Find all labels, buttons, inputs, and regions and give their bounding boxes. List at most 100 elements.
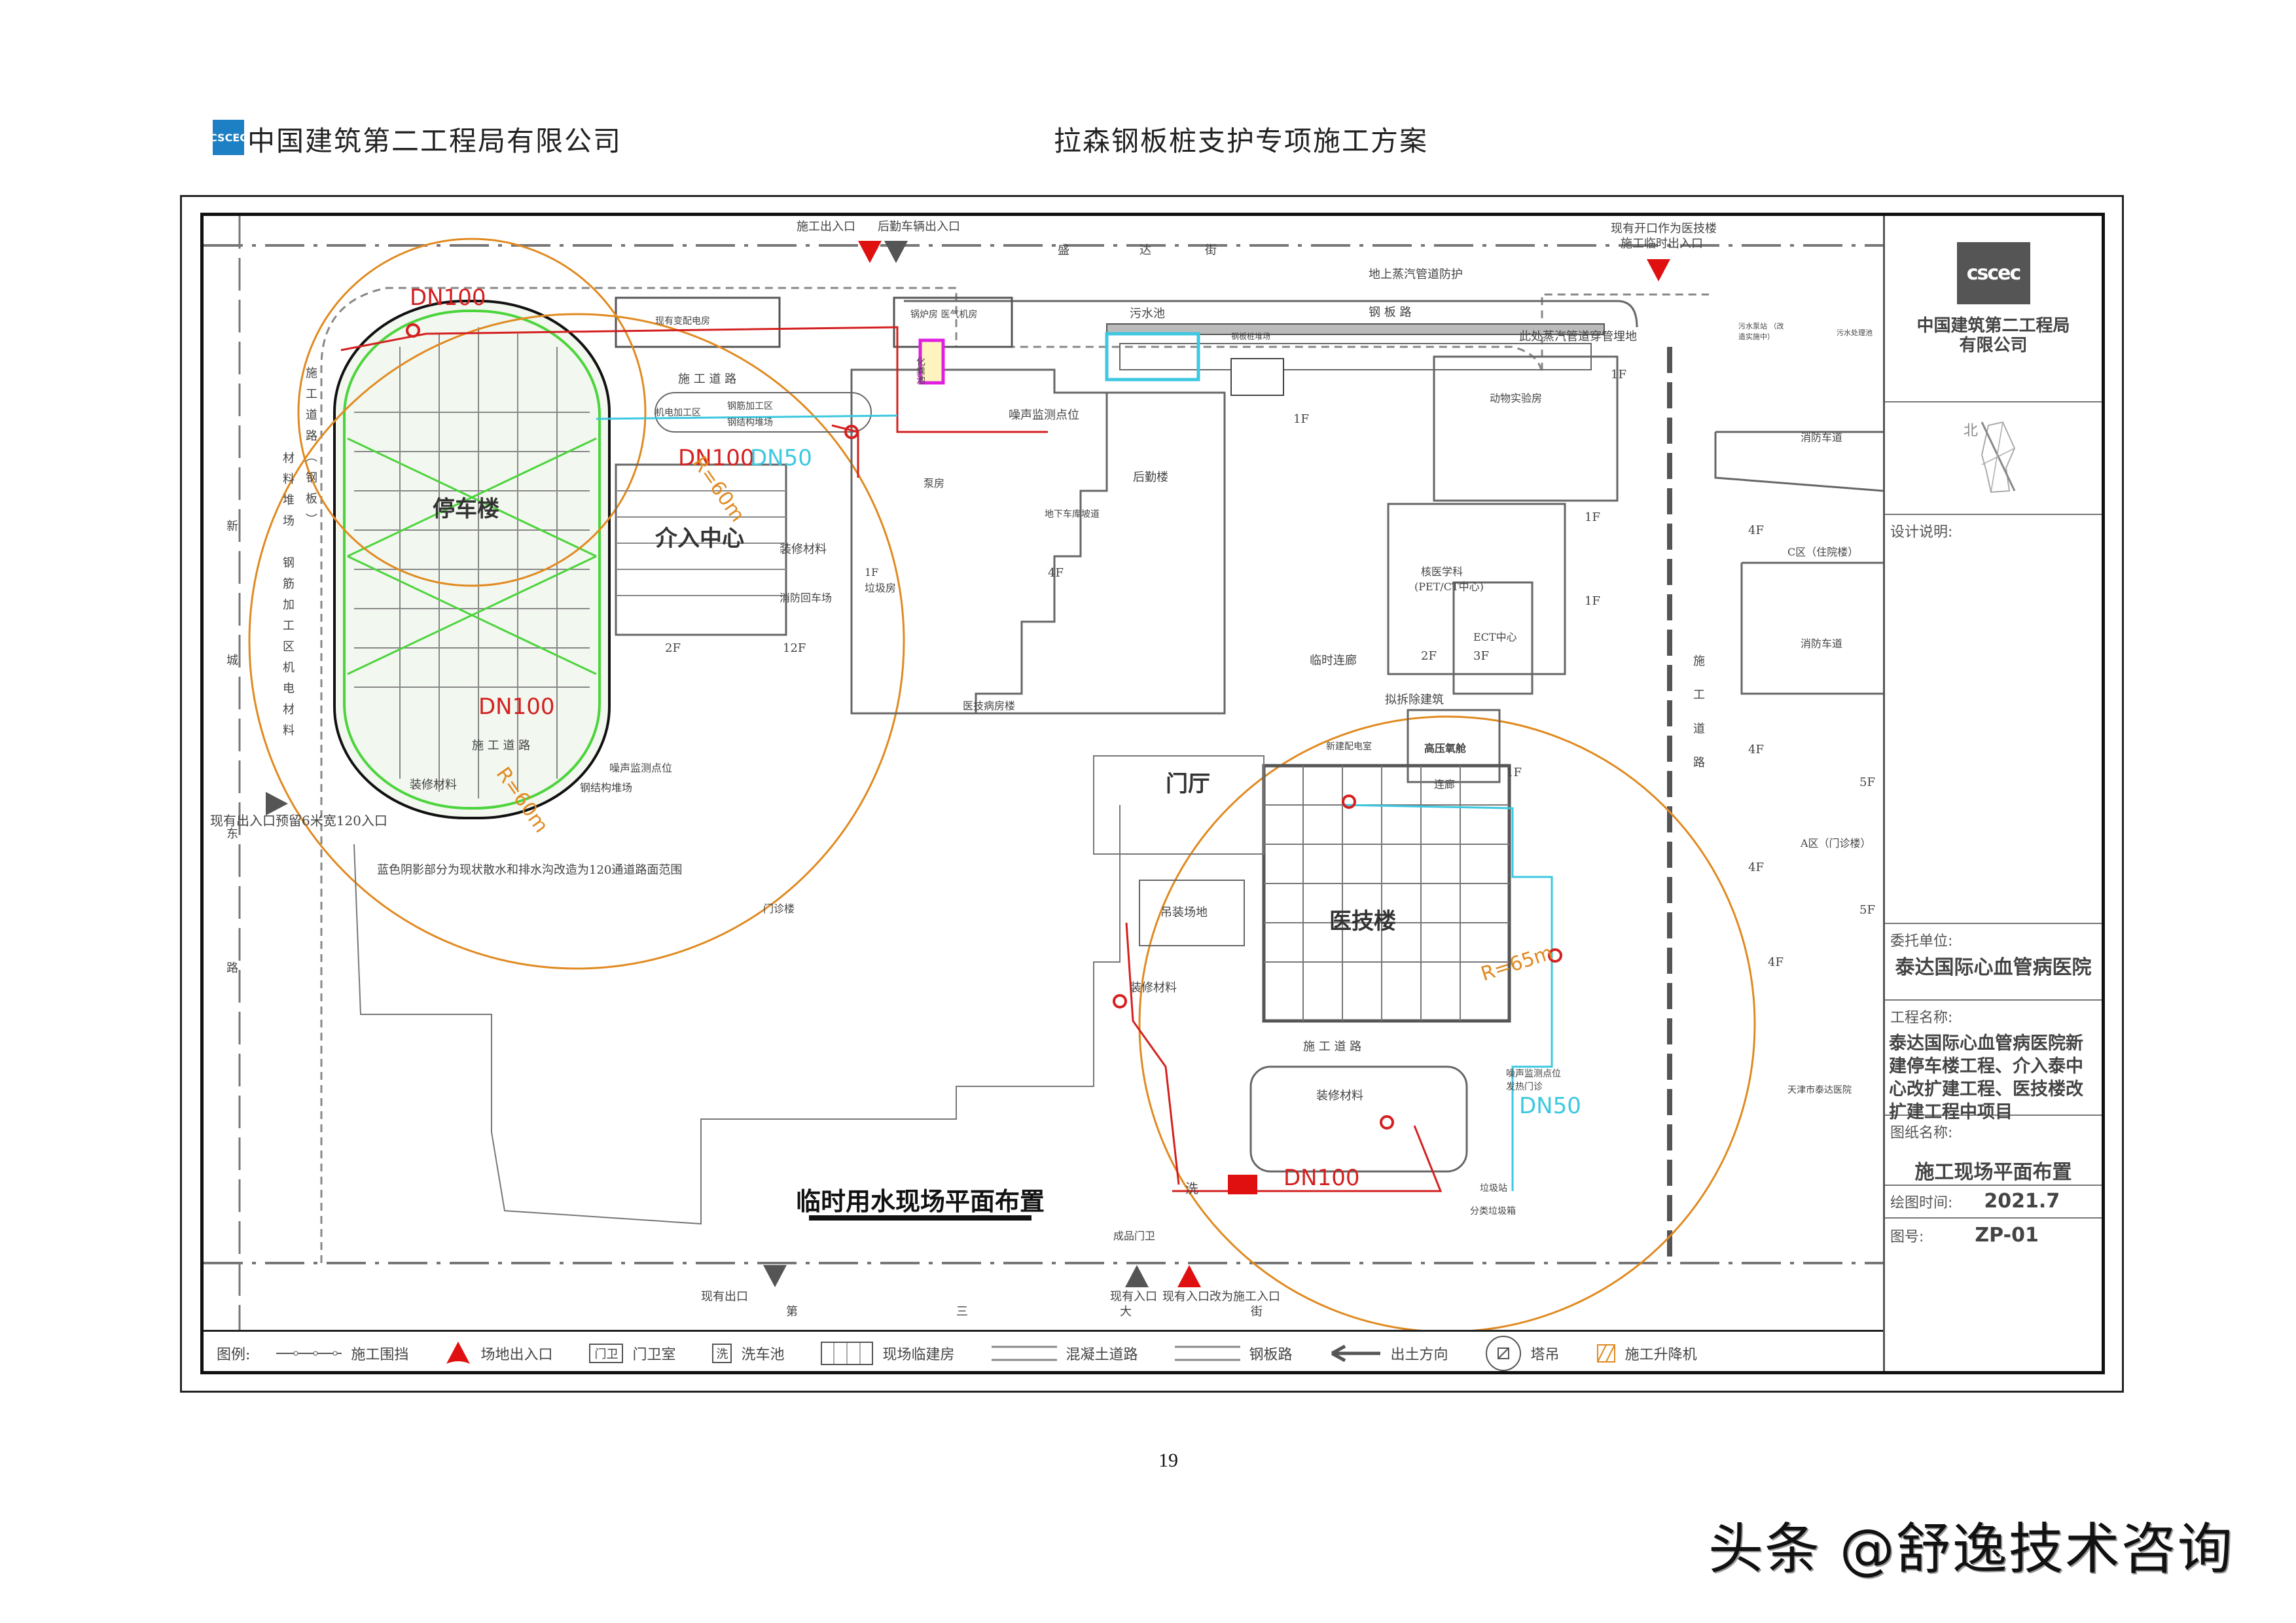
medical-tech-building xyxy=(1262,764,1511,1023)
label-wash: 洗 xyxy=(1185,1181,1198,1196)
label-sewage-station: 污水泵站 （改造实施中） xyxy=(1738,322,1784,341)
label-steel-pile-yard: 钢板桩堆场 xyxy=(1231,332,1271,341)
label-road-steel: 施工道路（钢板） xyxy=(304,366,317,534)
page-number: 19 xyxy=(1158,1450,1178,1471)
label-north-street-1: 盛 xyxy=(1058,243,1069,257)
plan-title: 临时用水现场平面布置 xyxy=(796,1187,1045,1216)
plan-title-underline xyxy=(809,1215,1031,1221)
title-block-company: cscec 中国建筑第二工程局 有限公司 xyxy=(1885,216,2102,402)
label-sewage-treatment: 污水处理池 xyxy=(1837,329,1873,337)
label-floor-r2: 1F xyxy=(1585,510,1600,524)
legend-label: 施工升降机 xyxy=(1624,1347,1697,1363)
outpatient-building xyxy=(353,805,1121,1225)
label-construction-road-1: 施 工 道 路 xyxy=(678,372,737,386)
title-block-design-note: 设计说明: xyxy=(1885,515,2102,924)
title-block-north: 北 xyxy=(1885,402,2102,515)
legend-item-steel-road: 钢板路 xyxy=(1174,1343,1293,1364)
fence-line-icon xyxy=(276,1349,342,1357)
label-noise-point-2: 噪声监测点位 xyxy=(1009,408,1079,422)
title-block: cscec 中国建筑第二工程局 有限公司 北 设计说明: 委托单位: 泰达国际心… xyxy=(1883,216,2102,1371)
legend-item-concrete-road: 混凝土道路 xyxy=(991,1343,1138,1364)
legend-item-hoist: 施工升降机 xyxy=(1596,1343,1697,1364)
legend-label: 现场临建房 xyxy=(882,1347,955,1363)
label-pump-room: 泵房 xyxy=(924,477,945,490)
label-opening-gate-1: 现有开口作为医技楼 xyxy=(1611,222,1717,236)
arrow-left-icon xyxy=(1329,1344,1382,1363)
a-zone-building xyxy=(1740,562,1883,695)
logistics-gate-icon xyxy=(884,241,908,263)
legend-label: 混凝土道路 xyxy=(1066,1347,1138,1363)
converted-entrance-icon xyxy=(1177,1265,1201,1287)
site-plan-map: 施工出入口 后勤车辆出入口 盛 达 街 现有开口作为医技楼 施工临时出入口 地上… xyxy=(204,216,1883,1330)
label-existing-entrance: 现有入口 xyxy=(1110,1290,1157,1304)
label-floor-r5: 3F xyxy=(1473,649,1489,663)
label-west-road-1: 新 xyxy=(226,520,238,533)
label-south-street-1: 第 xyxy=(786,1305,798,1319)
label-dn100-1: DN100 xyxy=(410,285,486,311)
intervention-center xyxy=(615,463,787,636)
label-west-road-3: 路 xyxy=(226,961,238,975)
legend-title: 图例: xyxy=(217,1347,251,1363)
label-floor-r6: 4F xyxy=(1748,524,1764,537)
label-garbage-station: 垃圾站 xyxy=(1480,1183,1507,1194)
legend-label: 钢板路 xyxy=(1249,1347,1293,1363)
legend-item-crane: 塔吊 xyxy=(1485,1335,1560,1372)
label-to-demolish: 拟拆除建筑 xyxy=(1385,693,1444,707)
label-floor-r9: 4F xyxy=(1748,861,1764,874)
label-pet-ct: (PET/CT中心) xyxy=(1414,580,1484,593)
label-opening-gate-2: 施工临时出入口 xyxy=(1621,237,1703,251)
title-block-number: 图号: ZP-01 xyxy=(1885,1219,2102,1253)
drawing-outer-frame xyxy=(180,195,2124,1393)
label-garage-ramp: 地下车库坡道 xyxy=(1045,509,1100,520)
construction-gate-icon xyxy=(858,241,882,263)
north-arrow-icon xyxy=(1981,421,2016,493)
existing-substation xyxy=(615,296,781,348)
label-decoration-material-4: 装修材料 xyxy=(1316,1089,1363,1103)
company-name: 中国建筑第二工程局有限公司 xyxy=(247,125,622,157)
client-label: 委托单位: xyxy=(1890,933,1953,950)
label-steam-pipe-protect: 地上蒸汽管道防护 xyxy=(1369,268,1463,281)
hyperbaric-oxygen xyxy=(1407,709,1501,783)
legend-item-excavation: 出土方向 xyxy=(1329,1343,1448,1364)
label-existing-substation: 现有变配电房 xyxy=(655,316,710,327)
label-south-street-3: 大 xyxy=(1120,1305,1132,1319)
drawing-name-value: 施工现场平面布置 xyxy=(1914,1161,2072,1184)
label-decoration-material-1: 装修材料 xyxy=(780,543,827,556)
label-steam-pipe-buried: 此处蒸汽管道穿管埋地 xyxy=(1519,330,1637,344)
label-rebar-zone: 钢筋加工区 xyxy=(281,556,295,661)
label-floor-r11: 4F xyxy=(1768,955,1784,969)
existing-entrance-icon xyxy=(1125,1265,1149,1287)
temporary-building-icon xyxy=(821,1342,874,1365)
label-decoration-material-3: 装修材料 xyxy=(1130,981,1177,995)
legend-label: 塔吊 xyxy=(1530,1347,1560,1363)
number-value: ZP-01 xyxy=(1975,1224,2039,1247)
label-floor-r10: 5F xyxy=(1859,903,1875,917)
watermark: 头条 @舒逸技术咨询 xyxy=(1708,1517,2234,1581)
steel-plate-strip xyxy=(1106,323,1605,335)
label-chemical-pool: 化粪池 xyxy=(915,357,925,384)
logistics-building xyxy=(850,368,1108,715)
label-decoration-material-2: 装修材料 xyxy=(410,778,457,792)
label-corridor: 连廊 xyxy=(1434,778,1456,791)
site-entrance-icon xyxy=(445,1340,471,1366)
sewage-pool xyxy=(1105,332,1200,382)
label-ect-center: ECT中心 xyxy=(1473,631,1517,643)
legend-item-guard: 门卫 门卫室 xyxy=(589,1343,675,1364)
project-label: 工程名称: xyxy=(1890,1010,1953,1026)
label-animal-lab: 动物实验房 xyxy=(1490,392,1543,404)
label-construction-road-3: 施 工 道 路 xyxy=(1303,1040,1362,1054)
pet-ct-center xyxy=(1387,503,1566,675)
label-floor-r3: 1F xyxy=(1585,594,1600,608)
hydrant-markers xyxy=(406,323,1562,1130)
label-south-street-2: 三 xyxy=(956,1305,968,1319)
guard-room-icon: 门卫 xyxy=(589,1344,624,1363)
label-temp-corridor: 临时连廊 xyxy=(1310,654,1357,668)
legend-label: 场地出入口 xyxy=(480,1347,553,1363)
water-pipe-network xyxy=(340,326,1443,1192)
legend-item-temp-building: 现场临建房 xyxy=(821,1342,955,1365)
label-existing-exit: 现有出口 xyxy=(701,1290,748,1304)
label-construction-road-2: 施 工 道 路 xyxy=(472,739,531,753)
label-dn50-1: DN50 xyxy=(750,445,812,471)
date-label: 绘图时间: xyxy=(1890,1195,1953,1211)
label-noise-point-1: 噪声监测点位 xyxy=(609,762,673,774)
